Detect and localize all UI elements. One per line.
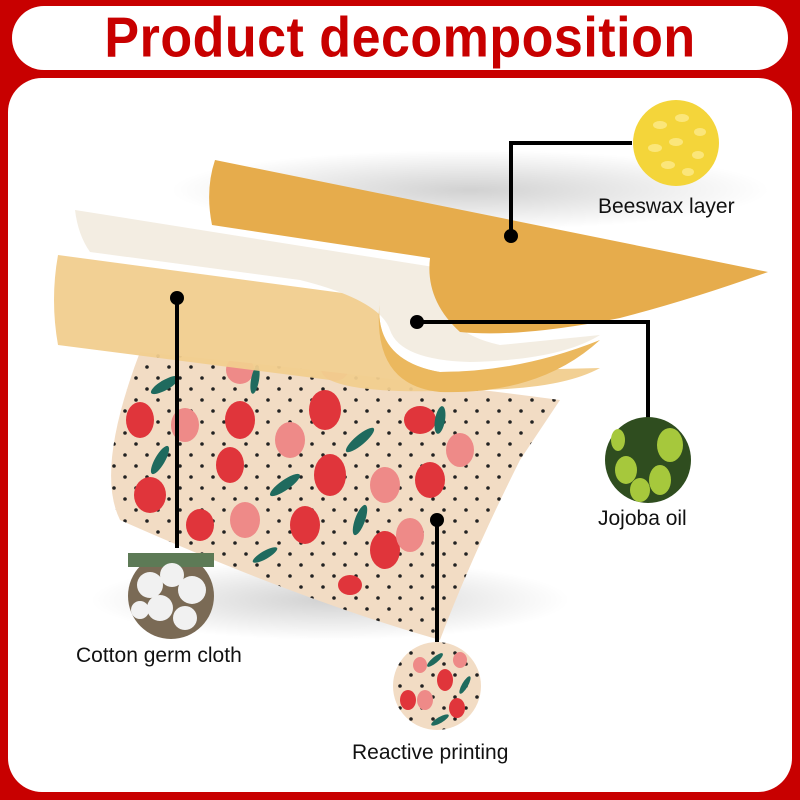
title-banner: Product decomposition (12, 6, 788, 70)
jojoba-fruit-icon (605, 417, 691, 503)
layer-illustration (54, 100, 770, 730)
beeswax-pellets-icon (633, 100, 719, 186)
beeswax-layer (209, 160, 768, 334)
diagram-panel: Beeswax layer Jojoba oil Cotton germ clo… (8, 78, 792, 792)
page-title: Product decomposition (104, 6, 696, 70)
jojoba-label: Jojoba oil (598, 507, 687, 530)
oil-layer (75, 210, 600, 362)
printing-label: Reactive printing (352, 741, 509, 764)
beeswax-label: Beeswax layer (598, 195, 735, 218)
cotton-boll-icon (128, 553, 214, 639)
strawberry-print-icon (393, 642, 481, 730)
cotton-label: Cotton germ cloth (76, 644, 242, 667)
lower-wax-layer (54, 255, 600, 392)
